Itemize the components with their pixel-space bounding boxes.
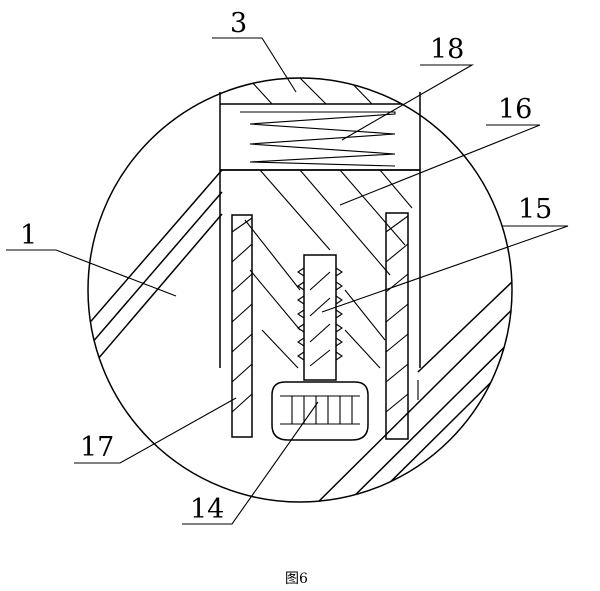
label-18: 18 [430, 34, 464, 65]
guide-rail-left [231, 214, 253, 438]
leader-lines [6, 37, 569, 525]
housing-wall-right [299, 235, 512, 502]
figure-caption: 图6 [285, 571, 308, 587]
guide-rail-right [385, 212, 409, 440]
threaded-screw [297, 254, 343, 381]
label-17: 17 [80, 432, 114, 463]
label-15: 15 [518, 194, 552, 225]
adjusting-knob [271, 381, 369, 441]
label-16: 16 [498, 94, 532, 125]
top-cap [220, 78, 420, 105]
label-3: 3 [230, 8, 247, 39]
spring [240, 111, 396, 167]
label-14: 14 [190, 494, 224, 525]
housing-wall-left [88, 169, 223, 381]
sliding-block [220, 169, 420, 369]
label-1: 1 [20, 220, 37, 251]
